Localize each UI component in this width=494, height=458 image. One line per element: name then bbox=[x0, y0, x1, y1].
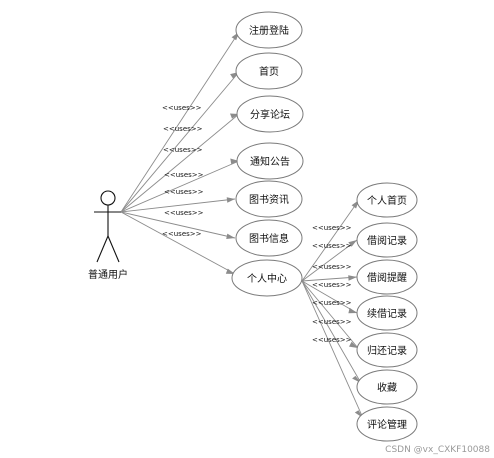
use-case-label: 续借记录 bbox=[367, 307, 407, 320]
use-case-personal-center: 个人中心 bbox=[231, 259, 303, 297]
stick-figure-icon bbox=[94, 190, 121, 263]
use-case-register: 注册登陆 bbox=[235, 11, 303, 49]
stereotype-label: <<uses>> bbox=[312, 318, 352, 326]
stereotype-label: <<uses>> bbox=[163, 125, 203, 133]
stereotype-label: <<uses>> bbox=[312, 299, 352, 307]
arrowhead bbox=[226, 233, 235, 239]
edge-notice bbox=[120, 160, 240, 213]
edge-borrow-remind bbox=[301, 276, 358, 282]
edge-comment-manage bbox=[301, 280, 364, 419]
edge-book-info bbox=[120, 211, 236, 239]
arrowhead bbox=[226, 197, 235, 203]
use-case-comment-manage: 评论管理 bbox=[356, 406, 418, 442]
use-case-label: 个人中心 bbox=[247, 272, 287, 285]
use-case-label: 注册登陆 bbox=[249, 24, 289, 37]
stereotypes-right: <<uses>> <<uses>> <<uses>> <<uses>> <<us… bbox=[312, 224, 352, 344]
use-case-label: 评论管理 bbox=[367, 418, 407, 431]
use-case-label: 归还记录 bbox=[367, 344, 407, 357]
actor-label: 普通用户 bbox=[88, 268, 128, 281]
stereotype-label: <<uses>> bbox=[163, 146, 203, 154]
edge-personal-home bbox=[301, 199, 360, 282]
use-case-book-news: 图书资讯 bbox=[235, 180, 303, 218]
use-case-return-record: 归还记录 bbox=[356, 332, 418, 368]
use-case-label: 首页 bbox=[259, 65, 279, 78]
edge-return-record bbox=[301, 280, 359, 349]
edge-borrow-record bbox=[301, 239, 358, 282]
edge-renew-record bbox=[301, 280, 358, 314]
use-case-forum: 分享论坛 bbox=[236, 95, 304, 133]
use-case-notice: 通知公告 bbox=[236, 142, 304, 180]
use-case-favorites: 收藏 bbox=[356, 369, 418, 405]
use-case-label: 分享论坛 bbox=[250, 108, 290, 121]
edge-book-news bbox=[120, 198, 236, 213]
stereotype-label: <<uses>> bbox=[162, 104, 202, 112]
stereotypes-left: <<uses>> <<uses>> <<uses>> <<uses>> <<us… bbox=[162, 104, 204, 238]
stereotype-label: <<uses>> bbox=[312, 263, 352, 271]
stereotype-label: <<uses>> bbox=[164, 188, 204, 196]
edge-favorites bbox=[301, 280, 362, 384]
use-case-renew-record: 续借记录 bbox=[356, 295, 418, 331]
edge-register bbox=[120, 31, 240, 213]
use-case-book-info: 图书信息 bbox=[235, 219, 303, 257]
use-case-label: 图书资讯 bbox=[249, 194, 289, 206]
use-case-personal-home: 个人首页 bbox=[356, 182, 418, 218]
actor: 普通用户 bbox=[88, 190, 128, 281]
arrowhead bbox=[349, 341, 358, 348]
sub-use-cases: 个人首页 借阅记录 借阅提醒 续借记录 归还记录 收藏 评论管理 bbox=[356, 182, 418, 442]
use-case-home: 首页 bbox=[235, 52, 303, 90]
stereotype-label: <<uses>> bbox=[312, 281, 352, 289]
watermark: CSDN @vx_CXKF10088 bbox=[385, 445, 490, 455]
use-case-label: 借阅提醒 bbox=[367, 271, 407, 284]
use-case-label: 个人首页 bbox=[367, 194, 407, 207]
use-case-label: 通知公告 bbox=[250, 155, 290, 168]
stereotype-label: <<uses>> bbox=[312, 242, 352, 250]
main-use-cases: 注册登陆 首页 分享论坛 通知公告 图书资讯 图书信息 个人中心 bbox=[231, 11, 304, 297]
stereotype-label: <<uses>> bbox=[164, 209, 204, 217]
use-case-borrow-remind: 借阅提醒 bbox=[356, 259, 418, 295]
use-case-label: 图书信息 bbox=[249, 232, 289, 245]
use-case-label: 借阅记录 bbox=[367, 234, 407, 247]
edge-forum bbox=[120, 113, 240, 213]
arrowhead bbox=[225, 268, 235, 274]
arrowhead bbox=[230, 158, 239, 164]
arrowhead bbox=[348, 240, 357, 247]
use-case-label: 收藏 bbox=[377, 381, 397, 394]
stereotype-label: <<uses>> bbox=[312, 224, 352, 232]
edge-personal-center bbox=[120, 211, 236, 275]
arrowhead bbox=[348, 275, 357, 281]
stereotype-label: <<uses>> bbox=[164, 171, 204, 179]
sub-edges bbox=[301, 199, 364, 419]
arrowhead bbox=[348, 307, 357, 314]
actor-edges bbox=[120, 31, 240, 275]
use-case-borrow-record: 借阅记录 bbox=[356, 222, 418, 258]
stereotype-label: <<uses>> bbox=[162, 230, 202, 238]
stereotype-label: <<uses>> bbox=[312, 336, 352, 344]
edge-home bbox=[120, 71, 240, 213]
